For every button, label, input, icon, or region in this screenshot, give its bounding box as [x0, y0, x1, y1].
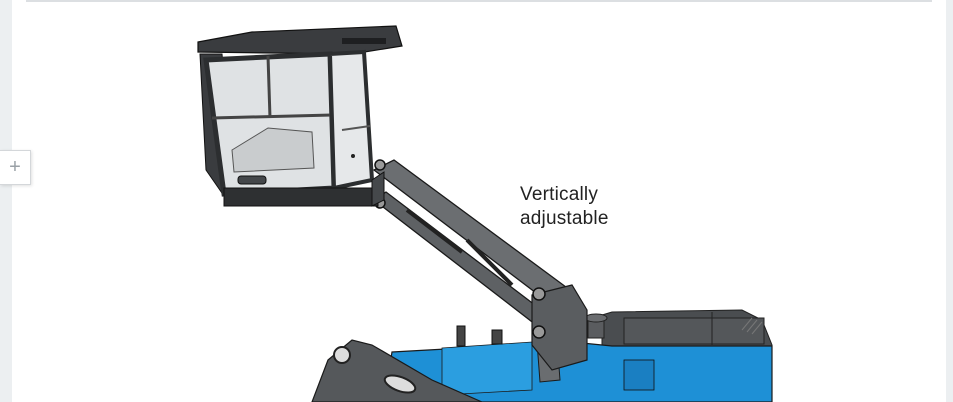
expand-button[interactable]: + — [0, 150, 31, 185]
plus-icon: + — [9, 156, 21, 178]
cab-lift-arm — [372, 159, 588, 371]
adjustability-caption: Vertically adjustable — [520, 183, 609, 231]
exhaust-stack — [584, 313, 608, 339]
top-divider — [26, 0, 932, 2]
content-card: Vertically adjustable — [12, 0, 946, 402]
machine-body — [383, 325, 773, 402]
elevating-cab-illustration — [197, 25, 773, 402]
caption-line-1: Vertically — [520, 184, 599, 205]
operator-cab — [197, 25, 403, 207]
caption-line-2: adjustable — [520, 208, 609, 229]
front-boom — [311, 339, 483, 402]
